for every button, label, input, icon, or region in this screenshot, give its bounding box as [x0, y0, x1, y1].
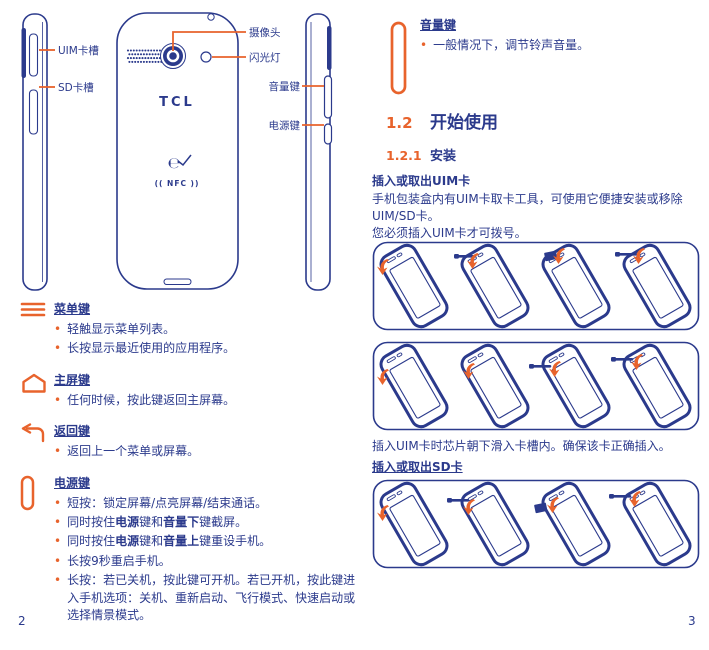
power-icon	[20, 474, 54, 515]
sd-slot	[28, 89, 39, 135]
volume-key-section: 音量键 • 一般情况下，调节铃声音量。	[390, 16, 690, 99]
bullet-text: 一般情况下，调节铃声音量。	[433, 38, 590, 52]
section-title: 开始使用	[430, 113, 498, 133]
bullet-dot: •	[54, 514, 62, 529]
right-side-view	[305, 13, 333, 291]
bullet-item: • 一般情况下，调节铃声音量。	[420, 37, 690, 54]
power-key-title: 电源键	[54, 475, 91, 490]
camera-leader-line	[172, 31, 246, 51]
bullet-text: 同时按住电源键和音量下键截屏。	[67, 514, 248, 529]
section-number: 1.2	[386, 114, 413, 132]
bullet-item: • 长按显示最近使用的应用程序。	[54, 340, 356, 357]
bullet-item: • 任何时候，按此键返回主屏幕。	[54, 392, 356, 409]
left-side-view	[21, 13, 48, 291]
uim-slot	[28, 33, 39, 77]
uim-heading: 插入或取出UIM卡	[372, 174, 471, 188]
side-trim	[327, 26, 332, 70]
nfc-label: (( NFC ))	[155, 179, 200, 188]
home-key-section: 主屏键 • 任何时候，按此键返回主屏幕。	[20, 371, 356, 411]
menu-key-section: 菜单键 • 轻触显示菜单列表。 • 长按显示最近使用的应用程序。	[20, 300, 356, 360]
bullet-text: 任何时候，按此键返回主屏幕。	[67, 392, 236, 407]
menu-key-title: 菜单键	[54, 302, 91, 316]
bullet-dot: •	[54, 495, 62, 510]
page-number-right: 3	[688, 614, 696, 628]
bullet-text: 长按显示最近使用的应用程序。	[67, 341, 236, 356]
side-button	[21, 28, 26, 78]
uim-paragraph-1: 手机包装盒内有UIM卡取卡工具，可使用它便捷安装或移除UIM/SD卡。	[372, 192, 683, 223]
key-descriptions: 菜单键 • 轻触显示菜单列表。 • 长按显示最近使用的应用程序。主屏键 • 任何时候，按此键…	[20, 300, 356, 637]
home-icon	[20, 371, 54, 398]
back-view: TCL ℮ (( NFC ))	[116, 12, 239, 290]
bullet-item: • 返回上一个菜单或屏幕。	[54, 443, 356, 460]
bullet-text: 长按9秒重启手机。	[67, 553, 171, 568]
back-icon	[20, 422, 54, 448]
volume-key-title: 音量键	[420, 18, 457, 32]
sd-slot-label: SD卡槽	[58, 81, 94, 94]
bullet-dot: •	[54, 322, 62, 336]
sd-heading: 插入或取出SD卡	[372, 460, 463, 474]
uim-caption: 插入UIM卡时芯片朝下滑入卡槽内。确保该卡正确插入。	[372, 439, 671, 453]
power-key-section: 电源键 • 短按：锁定屏幕/点亮屏幕/结束通话。 • 同时按住电源键和音量下键截屏。 • 同…	[20, 474, 356, 627]
bullet-text: 同时按住电源键和音量上键重设手机。	[67, 534, 272, 549]
uim-insert-illustration-2	[372, 340, 700, 432]
flash-label: 闪光灯	[249, 51, 281, 64]
bullet-dot: •	[54, 392, 62, 407]
sd-insert-illustration	[372, 478, 700, 570]
bullet-text: 短按：锁定屏幕/点亮屏幕/结束通话。	[67, 495, 268, 510]
back-key-title: 返回键	[54, 424, 91, 439]
bullet-text: 返回上一个菜单或屏幕。	[67, 444, 200, 459]
bottom-slot	[163, 278, 192, 285]
bullet-dot: •	[54, 553, 62, 568]
brand-logo: TCL	[159, 95, 195, 110]
back-key-section: 返回键 • 返回上一个菜单或屏幕。	[20, 422, 356, 462]
phone-back-diagram: UIM卡槽 SD卡槽 TCL ℮ (( NFC )) 摄像头 闪光灯	[21, 12, 333, 291]
bullet-item: • 轻触显示菜单列表。	[54, 321, 356, 338]
bullet-item: • 短按：锁定屏幕/点亮屏幕/结束通话。	[54, 495, 356, 512]
bullet-dot: •	[54, 444, 62, 459]
menu-icon	[20, 300, 54, 322]
power-label: 电源键	[269, 119, 301, 132]
volume-key-icon	[390, 16, 420, 99]
bullet-dot: •	[54, 341, 62, 356]
uim-paragraph-2: 您必须插入UIM卡才可拨号。	[372, 226, 527, 240]
volume-rocker	[323, 75, 333, 119]
flash-icon	[200, 51, 212, 63]
camera-label: 摄像头	[249, 26, 281, 39]
e-mark-check	[177, 154, 192, 167]
speaker-grille	[126, 49, 163, 63]
bullet-item: • 同时按住电源键和音量下键截屏。	[54, 514, 356, 531]
volume-label: 音量键	[269, 80, 301, 93]
uim-insert-illustration-1	[372, 240, 700, 332]
bullet-item: • 同时按住电源键和音量上键重设手机。	[54, 533, 356, 550]
subsection-heading: 1.2.1 安装	[386, 145, 456, 164]
subsection-number: 1.2.1	[386, 148, 422, 163]
subsection-title: 安装	[430, 149, 457, 164]
bullet-item: • 长按9秒重启手机。	[54, 553, 356, 570]
volume-key-section: 音量键 • 一般情况下，调节铃声音量。	[390, 16, 690, 110]
bullet-dot: •	[420, 38, 428, 52]
page-number-left: 2	[18, 614, 26, 628]
bullet-dot: •	[54, 573, 62, 588]
e-mark-icon: ℮	[168, 154, 181, 172]
bullet-dot: •	[54, 534, 62, 549]
power-button	[323, 123, 333, 145]
home-key-title: 主屏键	[54, 372, 91, 387]
bullet-text: 轻触显示菜单列表。	[67, 322, 176, 336]
bullet-text: 长按：若已关机，按此键可开机。若已开机，按此键进入手机选项：关机、重新启动、飞行…	[67, 573, 356, 622]
section-heading: 1.2 开始使用	[386, 108, 498, 133]
uim-slot-label: UIM卡槽	[58, 44, 99, 57]
right-page: 音量键 • 一般情况下，调节铃声音量。 1.2 开始使用 1.2.1 安装 插入或取…	[372, 0, 704, 650]
bullet-item: • 长按：若已关机，按此键可开机。若已开机，按此键进入手机选项：关机、重新启动、飞…	[54, 572, 356, 624]
